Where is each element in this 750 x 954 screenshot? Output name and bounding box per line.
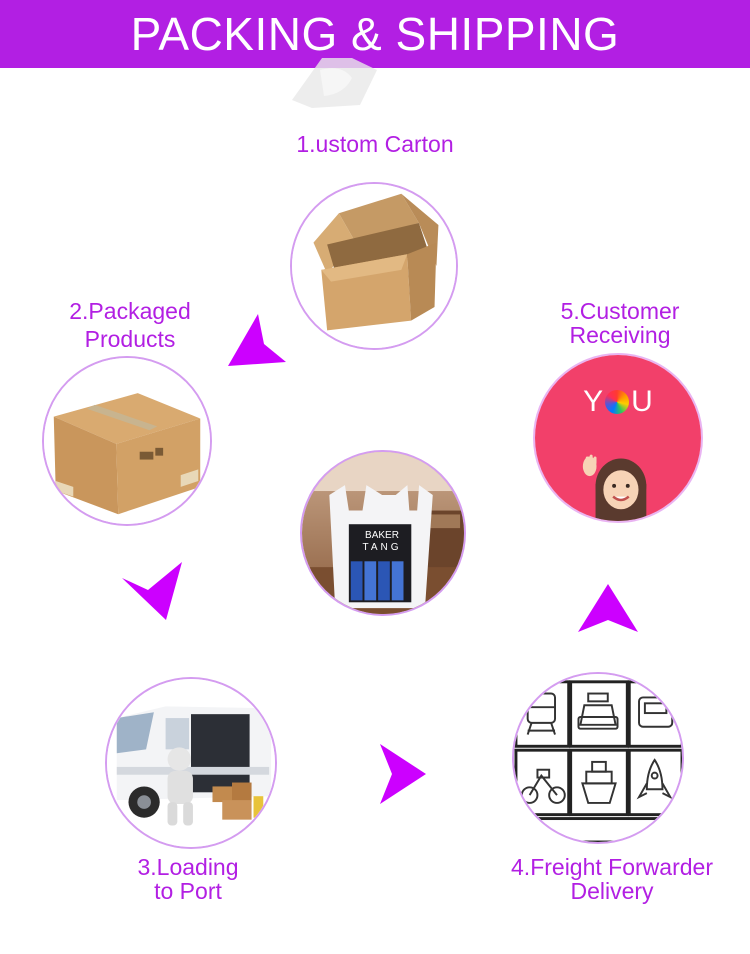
bag-brand-line1: BAKER [365, 530, 399, 541]
step-4-label-line1: 4.Freight Forwarder [511, 854, 713, 880]
step-1-label: 1.ustom Carton [296, 131, 454, 157]
waving-woman-icon [582, 454, 647, 521]
arrow-step4-to-step5 [576, 582, 640, 634]
step-5-label: 5.Customer Receiving [526, 298, 714, 348]
step-3-loading-van-image [105, 677, 277, 849]
step-5-label-line2: Receiving [569, 322, 671, 348]
step-4-transport-icons-image [512, 672, 684, 844]
arrow-step1-to-step2 [224, 310, 288, 370]
you-letter-u: U [631, 385, 653, 418]
step-4-label-line2: Delivery [570, 878, 654, 904]
arrow-step2-to-step3 [120, 562, 186, 624]
watermark-logo [282, 50, 382, 112]
you-letter-y: Y [583, 385, 604, 418]
step-2-label: 2.Packaged Products [40, 298, 220, 352]
step-5-label-line1: 5.Customer [560, 298, 680, 324]
step-3-label-line1: 3.Loading [137, 854, 239, 880]
arrow-step3-to-step4 [374, 742, 428, 806]
rainbow-o-icon [605, 390, 630, 414]
step-2-label-line1: 2.Packaged [69, 298, 191, 324]
motorcycle-icon [520, 768, 566, 804]
center-product-bag-image: BAKER TANG [300, 450, 466, 616]
truck-icon [638, 696, 674, 728]
step-3-label: 3.Loading to Port [100, 854, 276, 904]
step-2-label-line2: Products [84, 326, 176, 352]
step-3-label-line2: to Port [154, 878, 222, 904]
taxi-icon [577, 692, 619, 730]
rocket-icon [636, 758, 673, 800]
train-icon [526, 692, 556, 735]
step-4-label: 4.Freight Forwarder Delivery [494, 854, 730, 904]
step-1-carton-image [290, 182, 458, 350]
header-banner [0, 0, 750, 68]
bag-brand-label: BAKER TANG [348, 530, 416, 554]
ship-icon [581, 760, 617, 804]
step-2-packaged-box-image [42, 356, 212, 526]
bag-brand-line2: TANG [362, 542, 402, 553]
page-title: PACKING & SHIPPING [130, 8, 620, 60]
